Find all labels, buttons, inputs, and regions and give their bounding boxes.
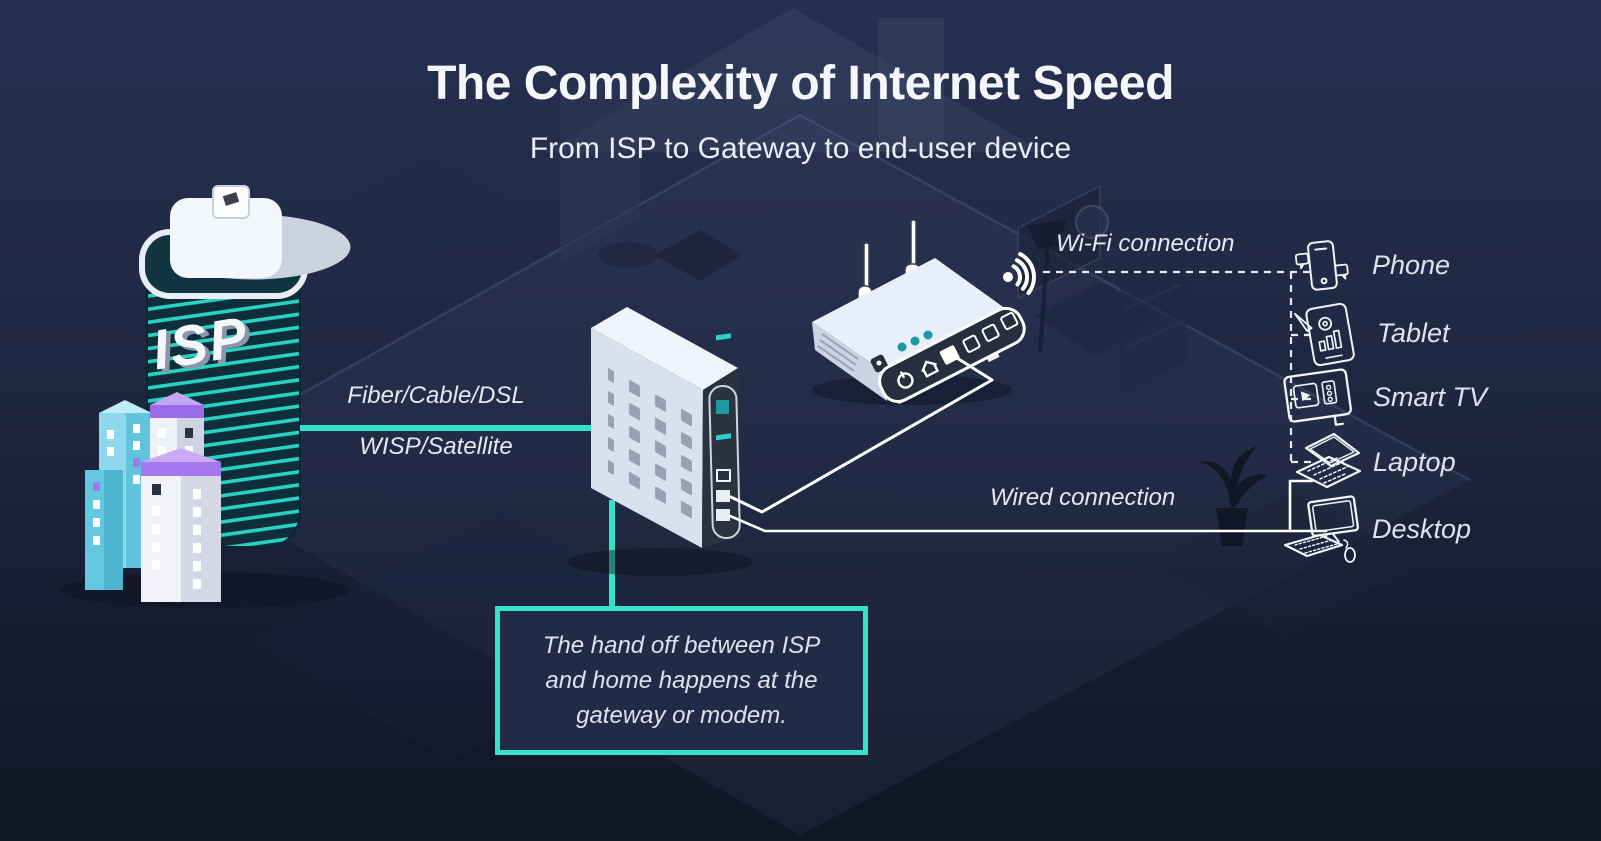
plant-silhouette <box>1200 446 1268 546</box>
device-label-tablet: Tablet <box>1377 318 1450 348</box>
device-label-smart-tv: Smart TV <box>1373 382 1488 412</box>
link-label-wisp-satellite: WISP/Satellite <box>359 433 513 460</box>
modem-vents <box>608 361 696 523</box>
device-label-phone: Phone <box>1372 250 1451 280</box>
city-buildings <box>85 392 221 602</box>
gateway-modem <box>568 307 752 576</box>
wifi-signal-icon <box>1003 252 1036 295</box>
callout-line: and home happens at the <box>545 667 818 694</box>
callout-line: gateway or modem. <box>576 702 787 729</box>
background-house-illustration <box>164 8 1471 835</box>
link-label-fiber-cable-dsl: Fiber/Cable/DSL <box>347 382 525 409</box>
isp-building: ISP ISP <box>60 185 351 608</box>
isp-sign: ISP ISP <box>148 304 258 385</box>
laptop-icon <box>1295 432 1362 489</box>
modem-port <box>716 509 730 521</box>
svg-text:ISP: ISP <box>148 304 253 381</box>
phone-icon <box>1294 240 1349 291</box>
page-subtitle: From ISP to Gateway to end-user device <box>529 132 1072 165</box>
desktop-icon <box>1283 495 1360 563</box>
isp-connection-line <box>300 425 615 610</box>
gateway-callout-box: The hand off between ISP and home happen… <box>495 606 868 755</box>
wifi-router <box>812 219 1036 405</box>
modem-status-light <box>716 400 729 414</box>
page-title: The Complexity of Internet Speed <box>427 57 1174 110</box>
modem-to-router-cable <box>729 351 994 514</box>
smart-tv-icon <box>1283 368 1352 426</box>
modem-port <box>716 490 730 502</box>
home-icon <box>921 360 940 378</box>
callout-line: The hand off between ISP <box>542 632 821 659</box>
isp-roof-cap <box>170 198 282 278</box>
wifi-connection-label: Wi-Fi connection <box>1056 230 1235 257</box>
wired-connection-label: Wired connection <box>990 484 1176 511</box>
svg-text:ISP: ISP <box>153 307 258 384</box>
device-label-desktop: Desktop <box>1372 514 1472 544</box>
device-label-laptop: Laptop <box>1373 447 1456 477</box>
tablet-icon <box>1294 302 1355 367</box>
